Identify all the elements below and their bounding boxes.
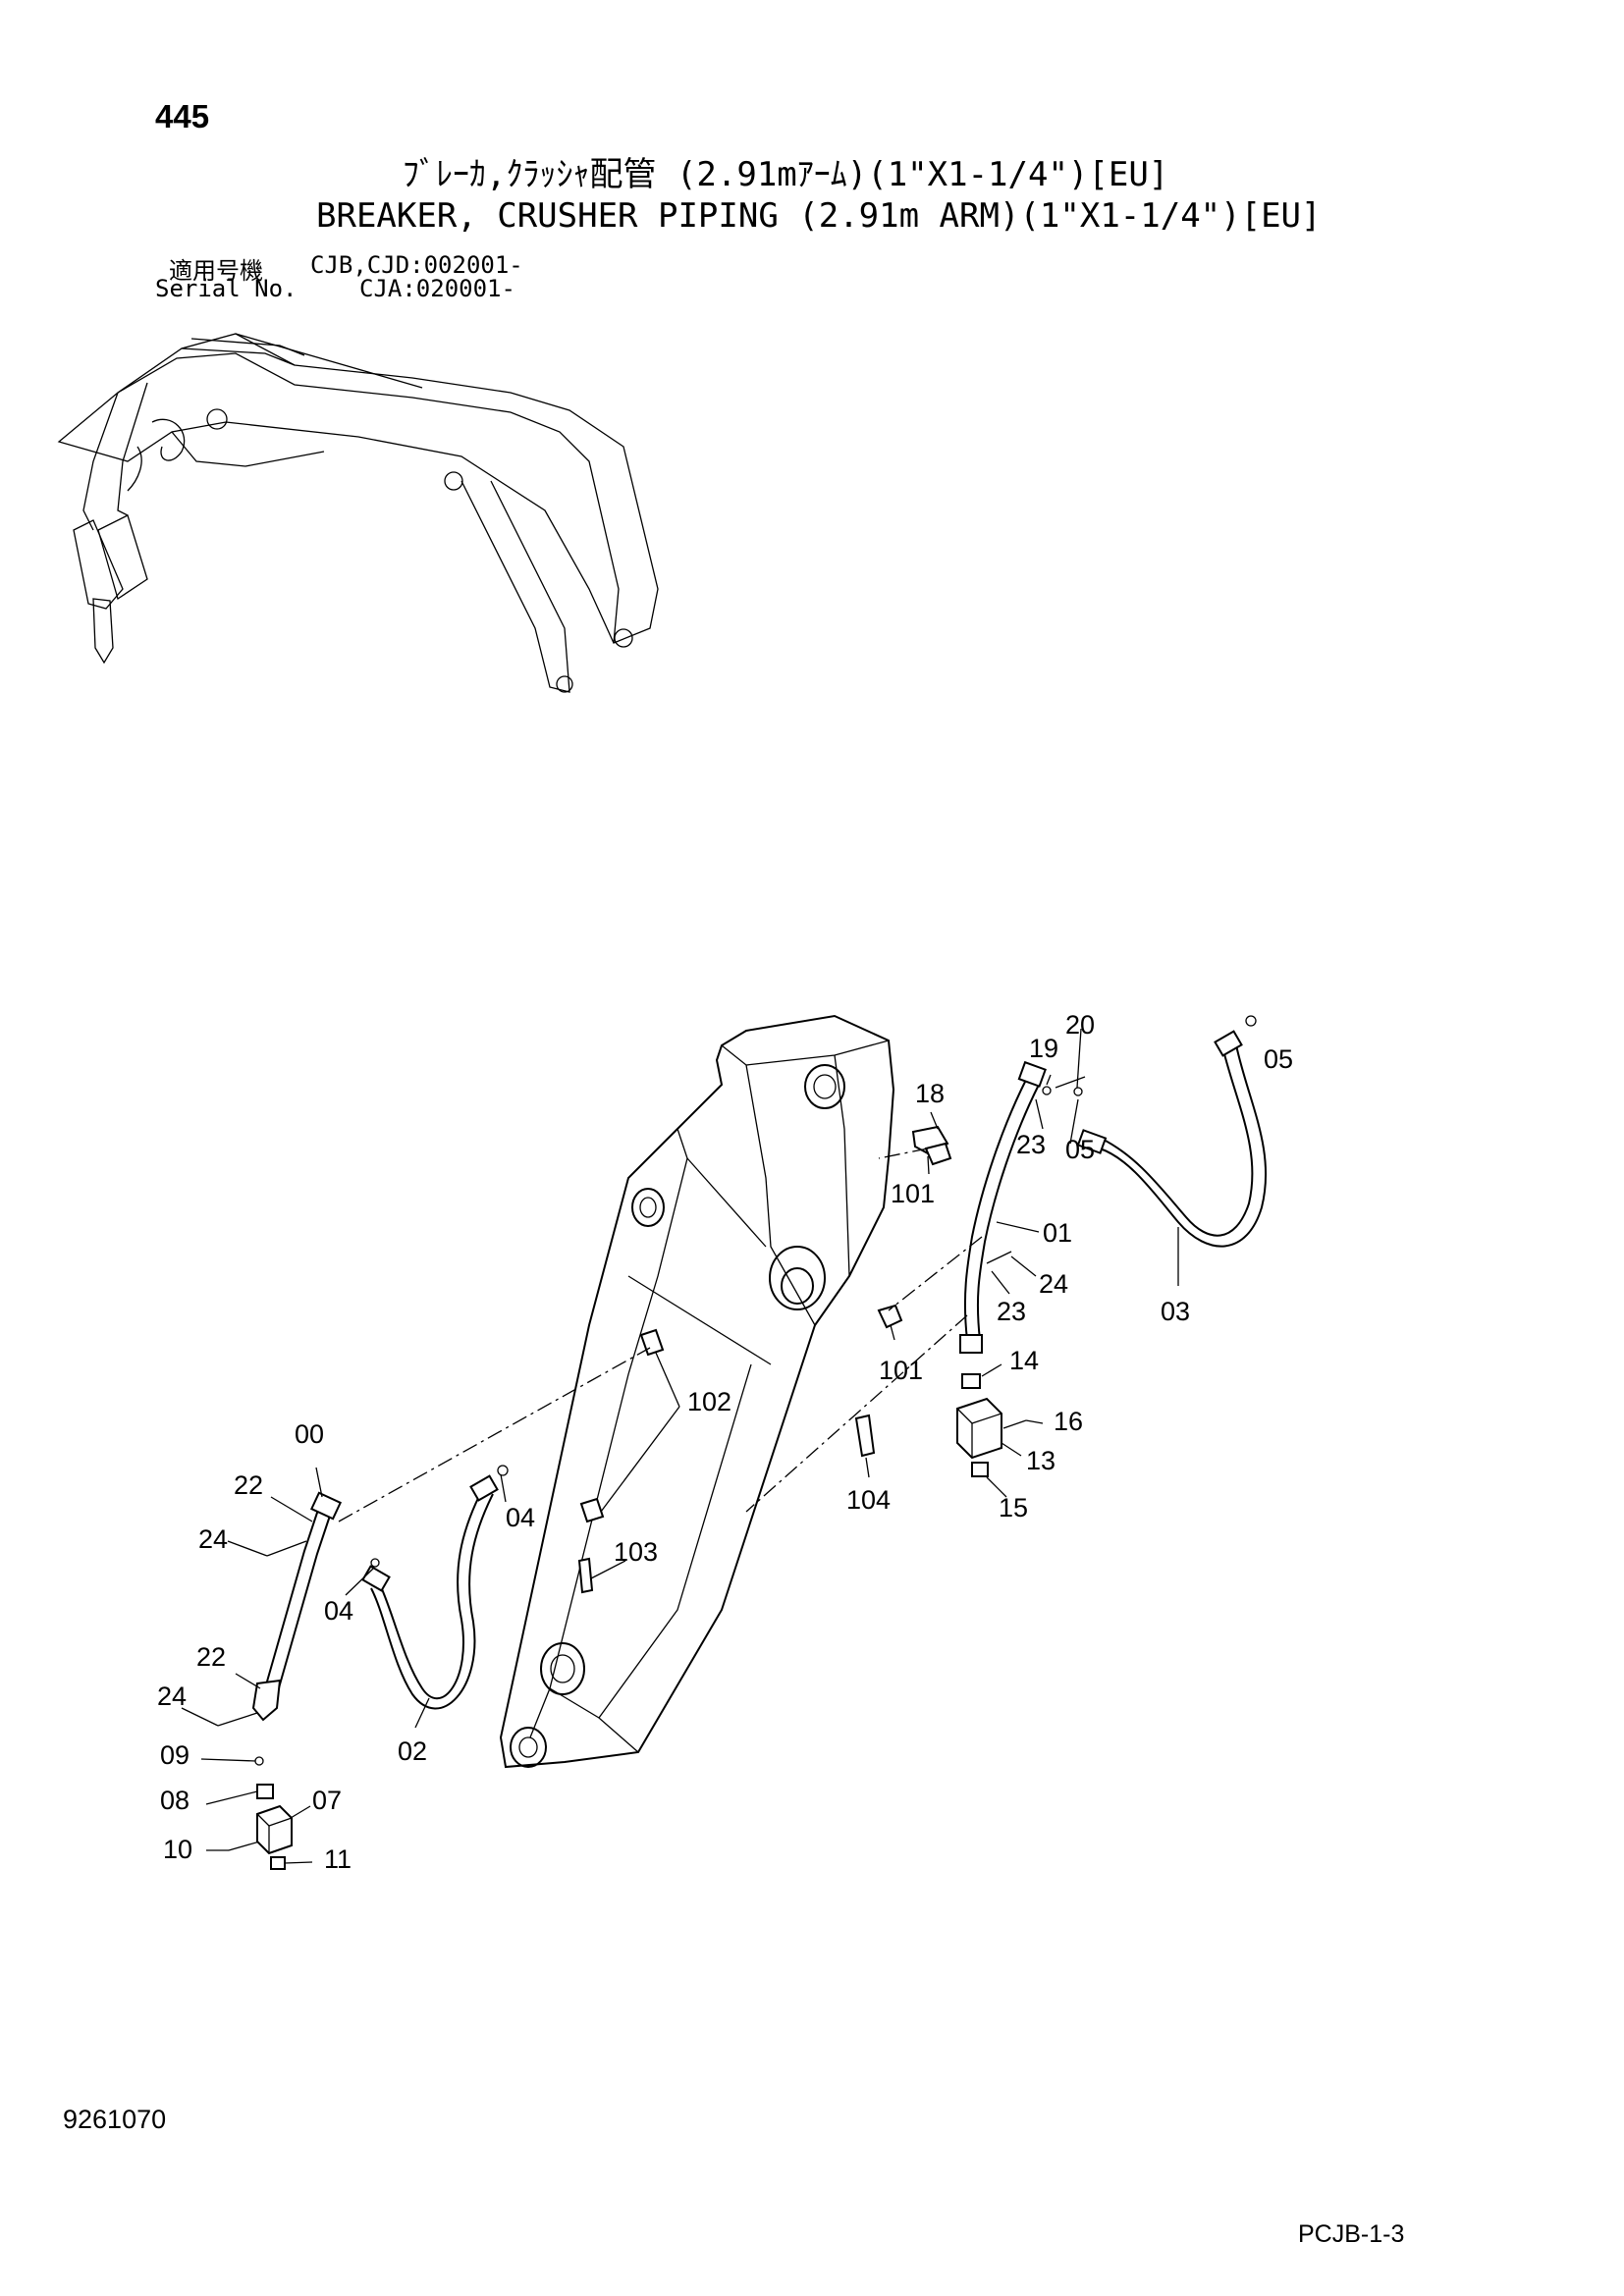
callout-102: 102: [687, 1387, 731, 1416]
callout-05: 05: [1264, 1044, 1293, 1074]
callout-103: 103: [614, 1537, 658, 1567]
callout-18: 18: [915, 1079, 945, 1108]
callout-24: 24: [1039, 1269, 1068, 1299]
callout-22: 22: [234, 1470, 263, 1500]
leader-lines: [181, 1028, 1179, 1864]
title-english: BREAKER, CRUSHER PIPING (2.91m ARM)(1"X1…: [316, 196, 1322, 236]
callout-11: 11: [324, 1844, 352, 1874]
callout-00: 00: [295, 1419, 324, 1449]
callout-01: 01: [1043, 1218, 1072, 1248]
callout-10: 10: [163, 1835, 192, 1864]
callout-15: 15: [999, 1493, 1028, 1522]
overview-machine-sketch: [57, 333, 659, 693]
page-number: 445: [155, 98, 210, 134]
left-pipe-assembly: [217, 1465, 509, 1870]
callout-20: 20: [1065, 1010, 1095, 1040]
callout-104: 104: [846, 1485, 891, 1515]
callout-14: 14: [1009, 1346, 1039, 1375]
callout-08: 08: [160, 1786, 189, 1815]
serial-label-japanese: 適用号機: [169, 257, 263, 285]
callout-19: 19: [1029, 1034, 1058, 1063]
callout-04: 04: [506, 1503, 535, 1532]
callout-23: 23: [1016, 1130, 1046, 1159]
callout-23: 23: [997, 1297, 1026, 1326]
callout-24: 24: [157, 1682, 187, 1711]
callout-101: 101: [879, 1356, 923, 1385]
callout-03: 03: [1161, 1297, 1190, 1326]
callout-07: 07: [312, 1786, 342, 1815]
callout-24: 24: [198, 1524, 228, 1554]
right-pipe-assembly: [577, 1015, 1268, 1594]
arm-structure: [499, 1014, 895, 1769]
callout-09: 09: [160, 1740, 189, 1770]
callout-13: 13: [1026, 1446, 1056, 1475]
sheet-code: PCJB-1-3: [1298, 2220, 1405, 2248]
callout-16: 16: [1054, 1407, 1083, 1436]
alignment-lines: [338, 1148, 983, 1522]
title-japanese: ﾌﾞﾚｰｶ,ｸﾗｯｼｬ配管 (2.91mｱｰﾑ)(1"X1-1/4")[EU]: [403, 155, 1169, 194]
callout-101: 101: [891, 1179, 935, 1208]
serial-label-english: Serial No.: [155, 275, 298, 302]
serial-value-2: CJA:020001-: [359, 275, 515, 302]
callout-05: 05: [1065, 1135, 1095, 1164]
callout-04: 04: [324, 1596, 353, 1626]
callouts: 20 19 05 18 05 23 101 01 24 23 03 101 14…: [157, 1010, 1293, 1874]
serial-value-1: CJB,CJD:002001-: [310, 251, 523, 279]
drawing-code: 9261070: [63, 2105, 167, 2134]
callout-02: 02: [398, 1736, 427, 1766]
callout-22: 22: [196, 1642, 226, 1672]
